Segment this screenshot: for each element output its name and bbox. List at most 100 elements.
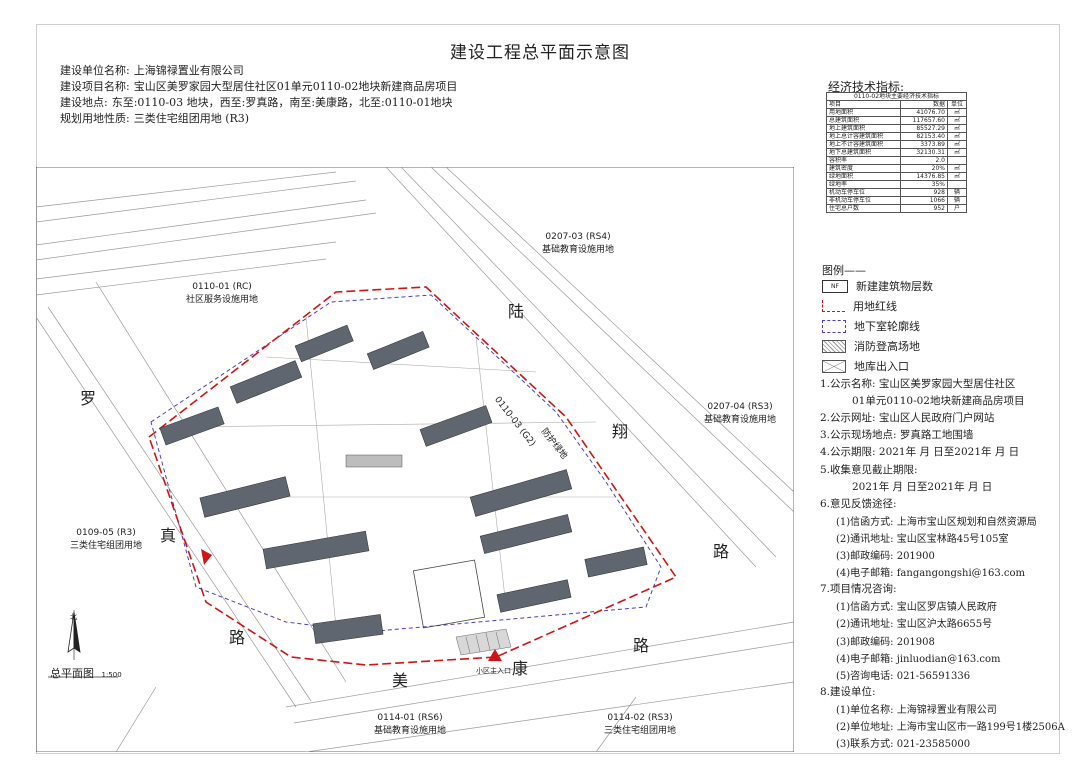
road-luozhen-3: 路 — [229, 628, 246, 647]
parcel-code: 0114-01 (RS6) — [377, 713, 443, 723]
header-key: 建设项目名称: — [60, 80, 130, 93]
red-line-icon — [822, 300, 845, 312]
site-red-line — [148, 286, 678, 666]
parcel-0110-01: 0110-01 (RC) 社区服务设施用地 — [162, 282, 282, 305]
econ-cell: 85527.29 — [900, 124, 948, 133]
scale-title: 总平面图 — [50, 667, 94, 680]
entrance-label: 小区主入口 — [476, 667, 511, 675]
note-line: 3.公示现场地点: 罗真路工地围墙 — [820, 429, 974, 442]
header-line: 建设单位名称:上海锦禄置业有限公司 — [60, 62, 244, 78]
header-line: 建设地点:东至:0110-03 地块，西至:罗真路，南至:美康路，北至:0110… — [60, 94, 452, 110]
basement-outline — [150, 294, 662, 633]
note-line: 4.公示期限: 2021年 月 日至2021年 月 日 — [820, 446, 1020, 459]
econ-cell: 地上总计容建筑面积 — [825, 132, 902, 141]
scale-ratio: 1:500 — [101, 671, 122, 679]
note-line: 2.公示网址: 宝山区人民政府门户网站 — [820, 412, 995, 425]
parcel-code: 0207-04 (RS3) — [707, 402, 773, 412]
econ-caption: 0110-02地块主要经济技术指标 — [826, 92, 967, 101]
parcel-0207-04: 0207-04 (RS3) 基础教育设施用地 — [680, 402, 800, 425]
basement-line-icon — [822, 319, 846, 333]
header-value: 三类住宅组团用地 (R3) — [133, 112, 250, 125]
econ-cell: 14376.85 — [900, 172, 948, 181]
parcel-code: 0110-01 (RC) — [192, 282, 252, 292]
econ-cell: ㎡ — [947, 164, 967, 173]
parcel-use: 基础教育设施用地 — [541, 245, 614, 255]
note-line: 5.收集意见截止期限: — [820, 463, 918, 476]
road-luozhen-2: 真 — [160, 526, 177, 545]
econ-cell: 地下总建筑面积 — [825, 148, 902, 157]
north-arrow — [67, 610, 81, 660]
econ-cell: ㎡ — [947, 172, 967, 181]
legend-label: 地库出入口 — [854, 360, 909, 373]
note-line: (3)联系方式: 021-23585000 — [836, 739, 971, 751]
econ-cell: 用地面积 — [825, 108, 902, 117]
parcel-0114-01: 0114-01 (RS6) 基础教育设施用地 — [350, 713, 470, 736]
econ-cell: ㎡ — [947, 108, 967, 117]
note-line: 7.项目情况咨询: — [820, 583, 897, 596]
context-road-lines — [36, 167, 794, 752]
header-key: 建设单位名称: — [60, 64, 130, 77]
econ-cell: 住宅总户数 — [825, 204, 902, 213]
fire-site-icon — [822, 339, 846, 353]
north-label: 北 — [70, 613, 77, 621]
note-line: (2)通讯地址: 宝山区宝林路45号105室 — [836, 533, 1009, 545]
road-luxiang-2: 翔 — [612, 422, 629, 441]
page-title: 建设工程总平面示意图 — [450, 43, 630, 63]
econ-cell: 绿地率 — [825, 180, 902, 189]
econ-cell: 82153.40 — [900, 132, 948, 141]
econ-head-cell: 单位 — [947, 100, 967, 109]
econ-cell: 35% — [900, 180, 948, 189]
econ-cell: 容积率 — [825, 156, 902, 165]
parcel-0207-03: 0207-03 (RS4) 基础教育设施用地 — [518, 232, 638, 255]
note-line: (5)咨询电话: 021-56591336 — [836, 670, 971, 682]
drawing-frame — [36, 24, 1060, 754]
garage-entry-icon — [822, 359, 846, 373]
road-meikang-2: 康 — [512, 659, 529, 678]
econ-cell: 绿地面积 — [825, 172, 902, 181]
note-line: (4)电子邮箱: jinluodian@163.com — [836, 653, 1001, 665]
entrance-plaza — [455, 628, 512, 656]
podium-building — [412, 559, 486, 629]
header-key: 规划用地性质: — [60, 112, 130, 125]
parcel-use: 三类住宅组团用地 — [69, 541, 142, 551]
econ-caption-row: 0110-02地块主要经济技术指标 — [826, 92, 967, 101]
legend-label: 消防登高场地 — [854, 340, 920, 353]
road-meikang-3: 路 — [633, 636, 650, 655]
note-line: (4)电子邮箱: fangangongshi@163.com — [836, 568, 1026, 580]
econ-cell: 3373.89 — [900, 140, 948, 149]
legend-title: 图例—— — [822, 264, 866, 277]
note-line: (1)信函方式: 宝山区罗店镇人民政府 — [836, 602, 997, 614]
econ-cell: 32130.31 — [900, 148, 948, 157]
parcel-use: 三类住宅组团用地 — [603, 726, 676, 736]
legend-label: 新建建筑物层数 — [856, 280, 933, 293]
parcel-code: 0207-03 (RS4) — [545, 232, 611, 242]
road-meikang-1: 美 — [392, 671, 409, 690]
entrance-marker-south — [488, 649, 502, 661]
econ-cell: 机动车停车位 — [825, 188, 902, 197]
econ-cell: ㎡ — [947, 148, 967, 157]
legend-item-redline: 用地红线 — [822, 298, 897, 314]
econ-cell: 928 — [900, 188, 948, 197]
header-value: 上海锦禄置业有限公司 — [133, 64, 244, 77]
econ-cell: 41076.70 — [900, 108, 948, 117]
parcel-0114-02: 0114-02 (RS3) 三类住宅组团用地 — [580, 713, 700, 736]
note-line: 01单元0110-02地块新建商品房项目 — [852, 395, 1025, 408]
econ-cell: 户 — [947, 204, 967, 213]
legend-item-basement: 地下室轮廓线 — [822, 318, 920, 334]
entrance-marker-west — [201, 549, 212, 565]
note-line: 8.建设单位: — [820, 685, 876, 698]
econ-cell: 20% — [900, 164, 948, 173]
header-value: 东至:0110-03 地块，西至:罗真路，南至:美康路，北至:0110-01地块 — [111, 96, 453, 109]
econ-head-row: 项目 数据 单位 — [825, 100, 967, 109]
econ-head-cell: 项目 — [825, 100, 902, 109]
econ-cell: 总建筑面积 — [825, 116, 902, 125]
econ-cell — [947, 180, 967, 189]
